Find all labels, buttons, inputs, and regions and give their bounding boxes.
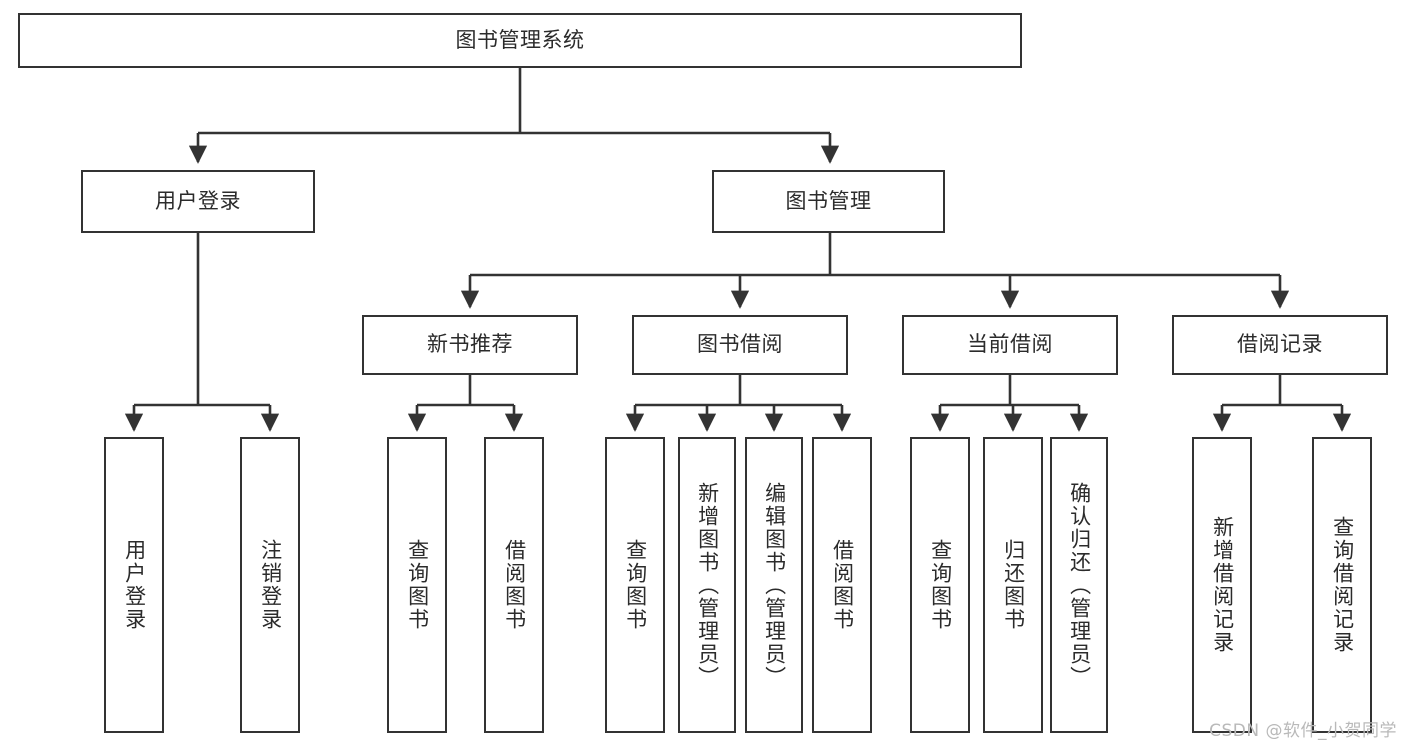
node-leaf-user-login[interactable]: 用户登录 <box>104 437 164 733</box>
node-leaf-add-record[interactable]: 新增借阅记录 <box>1192 437 1252 733</box>
csdn-watermark: CSDN @软件_小贺同学 <box>1209 721 1397 741</box>
node-leaf-logout-login[interactable]: 注销登录 <box>240 437 300 733</box>
node-book-borrow[interactable]: 图书借阅 <box>632 315 848 375</box>
node-root-label: 图书管理系统 <box>455 27 585 52</box>
node-leaf-return-book-label: 归还图书 <box>1001 539 1026 631</box>
node-leaf-borrow-book-1-label: 借阅图书 <box>502 539 527 631</box>
node-leaf-edit-book-label: 编辑图书（管理员） <box>762 481 787 689</box>
node-leaf-add-record-label: 新增借阅记录 <box>1210 516 1235 654</box>
node-leaf-query-book-3-label: 查询图书 <box>928 539 953 631</box>
node-leaf-query-book-3[interactable]: 查询图书 <box>910 437 970 733</box>
node-leaf-confirm-return[interactable]: 确认归还（管理员） <box>1050 437 1108 733</box>
node-book-borrow-label: 图书借阅 <box>697 332 783 357</box>
node-leaf-user-login-label: 用户登录 <box>122 539 147 631</box>
node-book-management-label: 图书管理 <box>785 188 872 213</box>
node-leaf-query-book-1-label: 查询图书 <box>405 539 430 631</box>
node-current-borrow-label: 当前借阅 <box>967 332 1053 357</box>
node-leaf-borrow-book-2[interactable]: 借阅图书 <box>812 437 872 733</box>
node-leaf-borrow-book-1[interactable]: 借阅图书 <box>484 437 544 733</box>
node-leaf-edit-book[interactable]: 编辑图书（管理员） <box>745 437 803 733</box>
node-borrow-record[interactable]: 借阅记录 <box>1172 315 1388 375</box>
node-leaf-confirm-return-label: 确认归还（管理员） <box>1067 481 1092 689</box>
node-leaf-query-book-2-label: 查询图书 <box>623 539 648 631</box>
node-leaf-return-book[interactable]: 归还图书 <box>983 437 1043 733</box>
node-new-book-recommend[interactable]: 新书推荐 <box>362 315 578 375</box>
node-root[interactable]: 图书管理系统 <box>18 13 1022 68</box>
node-leaf-query-record-label: 查询借阅记录 <box>1330 516 1355 654</box>
node-leaf-query-book-1[interactable]: 查询图书 <box>387 437 447 733</box>
node-leaf-borrow-book-2-label: 借阅图书 <box>830 539 855 631</box>
node-book-management[interactable]: 图书管理 <box>712 170 945 233</box>
node-user-login[interactable]: 用户登录 <box>81 170 315 233</box>
node-leaf-add-book[interactable]: 新增图书（管理员） <box>678 437 736 733</box>
node-new-book-recommend-label: 新书推荐 <box>427 332 513 357</box>
node-leaf-query-book-2[interactable]: 查询图书 <box>605 437 665 733</box>
node-leaf-query-record[interactable]: 查询借阅记录 <box>1312 437 1372 733</box>
node-current-borrow[interactable]: 当前借阅 <box>902 315 1118 375</box>
node-leaf-logout-login-label: 注销登录 <box>258 539 283 631</box>
node-user-login-label: 用户登录 <box>155 188 241 213</box>
node-borrow-record-label: 借阅记录 <box>1237 332 1323 357</box>
node-leaf-add-book-label: 新增图书（管理员） <box>695 481 720 689</box>
